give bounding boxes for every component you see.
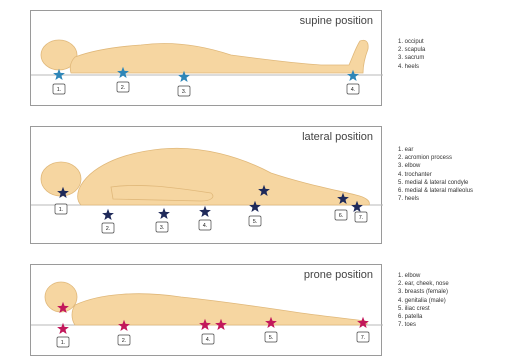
prone-pressure-point-star xyxy=(357,317,369,328)
lateral-point-label: 6. xyxy=(335,210,347,220)
supine-panel: supine position 1.2.3.4. xyxy=(30,10,382,106)
lateral-diagram: 1. 2. 3. 4. 5. 6. 7. xyxy=(31,127,383,245)
legend-item: 7. toes xyxy=(398,321,449,329)
supine-point-label: 4. xyxy=(347,84,359,94)
prone-point-label: 1. xyxy=(57,337,69,347)
svg-text:2.: 2. xyxy=(122,338,127,344)
legend-item: 3. elbow xyxy=(398,162,473,170)
lateral-pressure-point-star xyxy=(102,209,114,220)
supine-legend: 1. occiput 2. scapula 3. sacrum 4. heels xyxy=(398,38,425,71)
lateral-body-figure xyxy=(41,148,369,205)
svg-text:6.: 6. xyxy=(339,213,344,219)
legend-item: 2. ear, cheek, nose xyxy=(398,280,449,288)
legend-item: 1. elbow xyxy=(398,272,449,280)
legend-item: 4. genitalia (male) xyxy=(398,297,449,305)
svg-text:7.: 7. xyxy=(361,335,366,341)
legend-item: 5. iliac crest xyxy=(398,305,449,313)
svg-text:2.: 2. xyxy=(121,85,126,91)
svg-text:7.: 7. xyxy=(359,215,364,221)
prone-pressure-point-star xyxy=(57,323,69,334)
legend-item: 6. medial & lateral malleolus xyxy=(398,187,473,195)
legend-item: 3. sacrum xyxy=(398,54,425,62)
lateral-pressure-point-star xyxy=(158,208,170,219)
supine-point-label: 3. xyxy=(178,86,190,96)
lateral-point-label: 7. xyxy=(355,212,367,222)
prone-body-figure xyxy=(45,282,367,325)
supine-body-figure xyxy=(41,40,368,73)
legend-item: 1. ear xyxy=(398,146,473,154)
svg-text:4.: 4. xyxy=(203,223,208,229)
legend-item: 3. breasts (female) xyxy=(398,288,449,296)
legend-item: 2. scapula xyxy=(398,46,425,54)
supine-diagram: 1. 2. 3. 4. xyxy=(31,11,383,107)
legend-item: 5. medial & lateral condyle xyxy=(398,179,473,187)
svg-text:3.: 3. xyxy=(160,225,165,231)
legend-item: 2. acromion process xyxy=(398,154,473,162)
legend-item: 1. occiput xyxy=(398,38,425,46)
prone-point-label: 5. xyxy=(265,332,277,342)
lateral-point-labels: 1. 2. 3. 4. 5. 6. 7. xyxy=(55,204,367,233)
prone-point-label: 2. xyxy=(118,335,130,345)
svg-text:1.: 1. xyxy=(57,87,62,93)
svg-text:1.: 1. xyxy=(59,207,64,213)
legend-item: 6. patella xyxy=(398,313,449,321)
svg-text:2.: 2. xyxy=(106,226,111,232)
legend-item: 4. trochanter xyxy=(398,171,473,179)
lateral-panel: lateral position 1.2.3.4.5.6.7. xyxy=(30,126,382,244)
prone-panel: prone position 1.2.4.5.7. xyxy=(30,264,382,356)
lateral-point-label: 5. xyxy=(249,216,261,226)
svg-text:1.: 1. xyxy=(61,340,66,346)
prone-legend: 1. elbow 2. ear, cheek, nose 3. breasts … xyxy=(398,272,449,329)
svg-text:3.: 3. xyxy=(182,89,187,95)
supine-point-label: 1. xyxy=(53,84,65,94)
prone-point-labels: 1. 2. 4. 5. 7. xyxy=(57,332,369,347)
lateral-legend: 1. ear 2. acromion process 3. elbow 4. t… xyxy=(398,146,473,203)
legend-item: 4. heels xyxy=(398,63,425,71)
lateral-point-label: 2. xyxy=(102,223,114,233)
supine-point-labels: 1. 2. 3. 4. xyxy=(53,82,359,96)
supine-point-label: 2. xyxy=(117,82,129,92)
prone-point-label: 4. xyxy=(202,334,214,344)
lateral-pressure-point-star xyxy=(199,206,211,217)
svg-text:5.: 5. xyxy=(253,219,258,225)
lateral-point-label: 4. xyxy=(199,220,211,230)
svg-text:4.: 4. xyxy=(206,337,211,343)
prone-point-label: 7. xyxy=(357,332,369,342)
svg-text:4.: 4. xyxy=(351,87,356,93)
lateral-point-label: 3. xyxy=(156,222,168,232)
legend-item: 7. heels xyxy=(398,195,473,203)
prone-diagram: 1. 2. 4. 5. 7. xyxy=(31,265,383,357)
svg-text:5.: 5. xyxy=(269,335,274,341)
supine-pressure-point-star xyxy=(53,69,65,80)
lateral-point-label: 1. xyxy=(55,204,67,214)
